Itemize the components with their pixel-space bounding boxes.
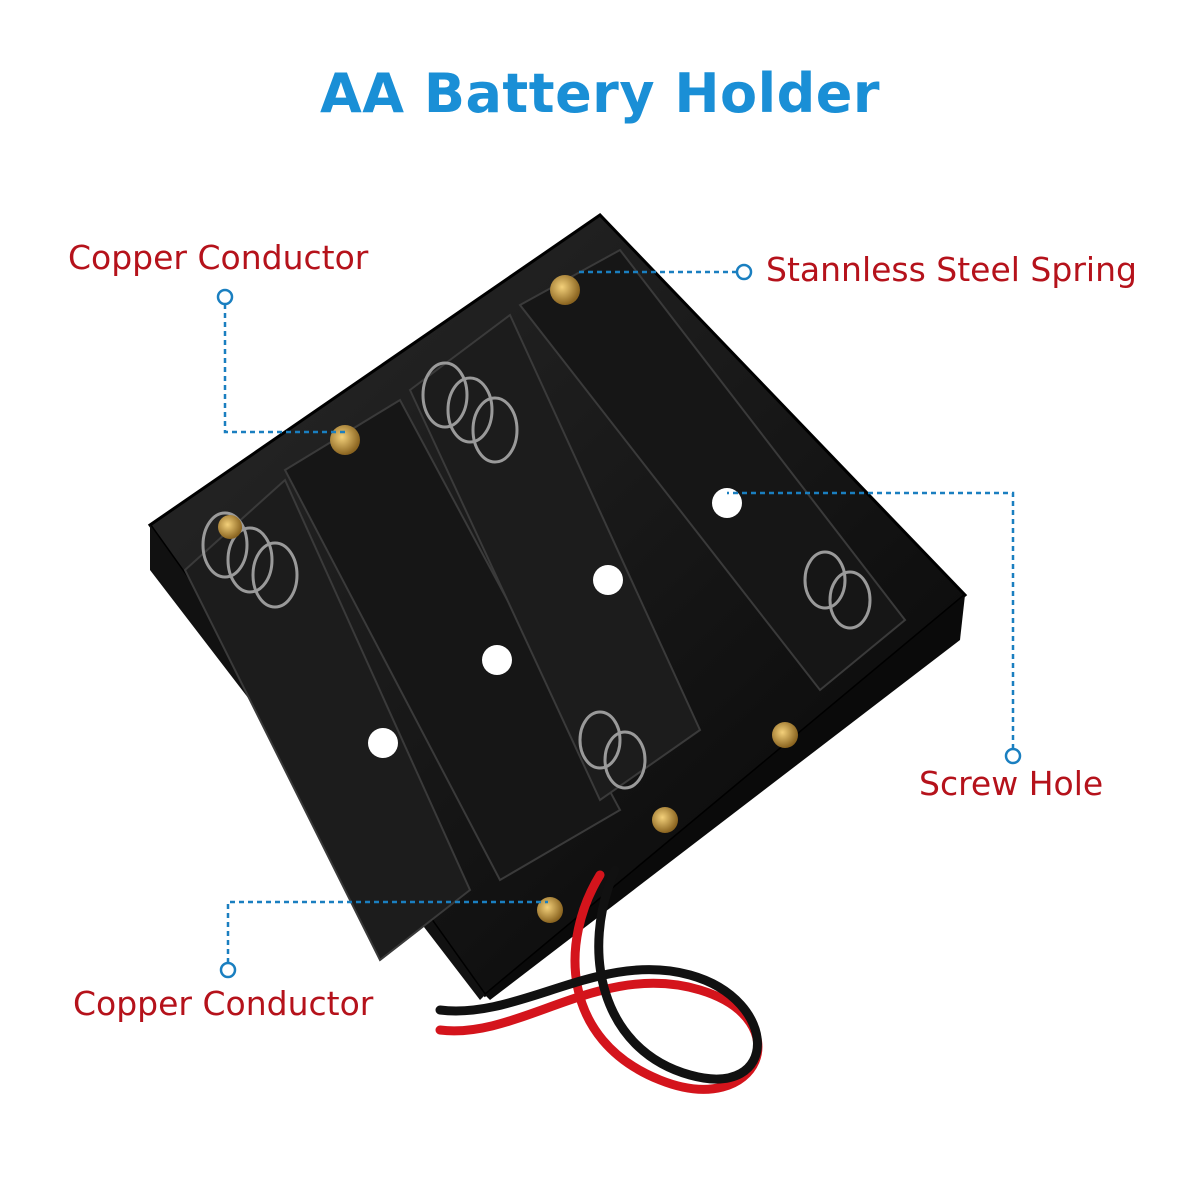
stainless-steel-spring-label: Stannless Steel Spring (766, 250, 1137, 289)
callout-copper-top (216, 288, 345, 434)
spring-icon (201, 361, 872, 790)
wire-leads (435, 865, 763, 1094)
screw-hole-icon (368, 488, 742, 758)
copper-conductor-top-label: Copper Conductor (68, 238, 369, 277)
battery-slot-1 (183, 478, 472, 962)
battery-slot-4 (518, 248, 907, 692)
callout-screw-hole (727, 491, 1022, 765)
copper-contact-icon (218, 275, 798, 923)
copper-conductor-bottom-label: Copper Conductor (73, 984, 374, 1023)
callout-spring (578, 263, 753, 281)
screw-hole-label: Screw Hole (919, 764, 1104, 803)
battery-slot-2 (283, 398, 622, 882)
callout-copper-bottom (219, 900, 548, 979)
product-title: AA Battery Holder (319, 62, 881, 125)
